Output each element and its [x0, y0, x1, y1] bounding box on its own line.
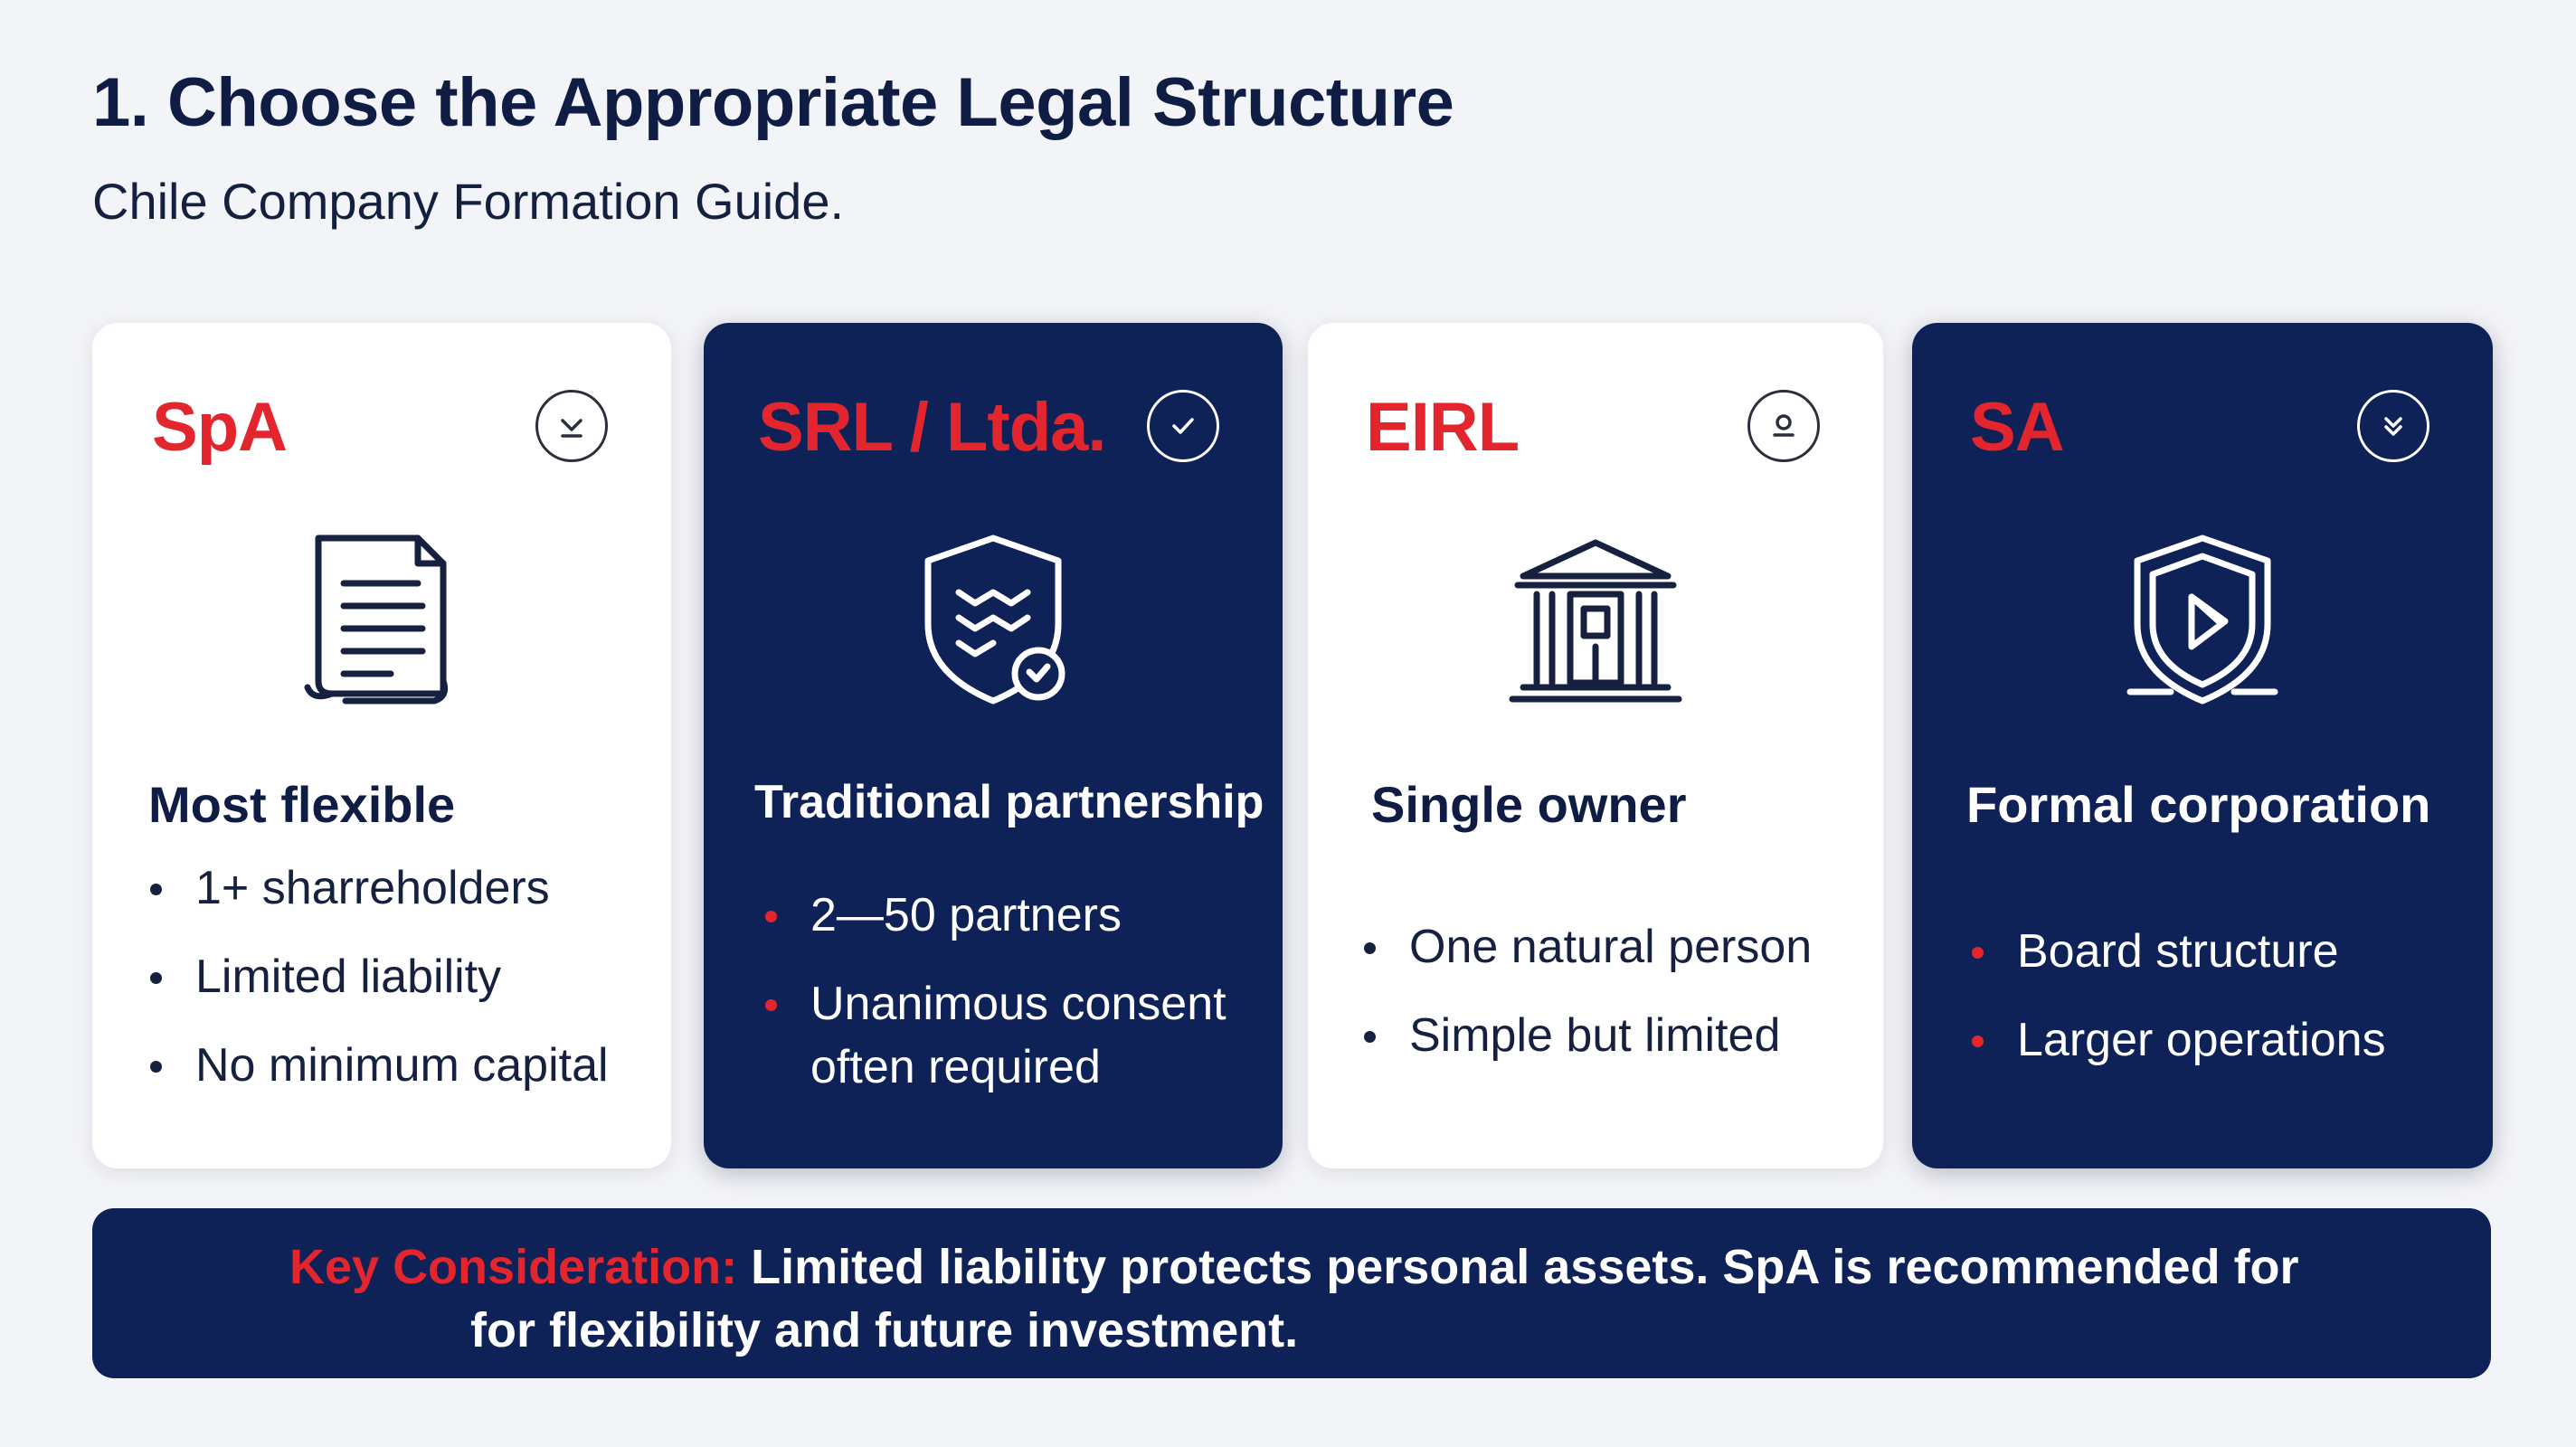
double-chevron-icon: [2357, 390, 2429, 462]
card-spa: SpA Most flexible 1+ sharreholders: [92, 323, 671, 1168]
key-consideration-banner: Key Consideration: Limited liability pro…: [92, 1208, 2491, 1378]
check-icon: [1147, 390, 1219, 462]
page-title: 1. Choose the Appropriate Legal Structur…: [92, 64, 1454, 141]
chevron-down-icon: [535, 390, 608, 462]
key-consideration-label: Key Consideration:: [289, 1240, 738, 1294]
card-srl-ltda: SRL / Ltda. Traditional partnership 2—50…: [704, 323, 1283, 1168]
bullet-item: 1+ sharreholders: [141, 856, 609, 920]
card-heading: Most flexible: [148, 776, 456, 833]
card-heading: Formal corporation: [1966, 776, 2431, 833]
banner-text: Limited liability protects personal asse…: [737, 1240, 2299, 1294]
bullet-item: 2—50 partners: [756, 884, 1226, 947]
card-heading: Single owner: [1371, 776, 1687, 833]
bullet-item: Larger operations: [1963, 1008, 2386, 1072]
card-bullets: 2—50 partners Unanimous consent often re…: [756, 884, 1226, 1099]
bullet-text-line: often required: [810, 1041, 1101, 1093]
card-heading: Traditional partnership: [754, 776, 1264, 828]
bullet-item: Simple but limited: [1355, 1004, 1812, 1067]
shield-check-icon: [894, 520, 1093, 719]
card-bullets: 1+ sharreholders Limited liability No mi…: [141, 856, 609, 1122]
card-name: EIRL: [1366, 389, 1520, 466]
banner-line-1: Key Consideration: Limited liability pro…: [92, 1235, 2491, 1299]
person-icon: [1747, 390, 1820, 462]
card-sa: SA Formal corporation Board structure La…: [1912, 323, 2493, 1168]
bullet-item: One natural person: [1355, 915, 1812, 979]
banner-line-2: for flexibility and future investment.: [470, 1303, 1299, 1357]
card-bullets: Board structure Larger operations: [1963, 920, 2386, 1097]
bullet-item: Unanimous consent often required: [756, 972, 1226, 1099]
bullet-item: No minimum capital: [141, 1034, 609, 1097]
card-name: SpA: [152, 389, 288, 466]
page-subtitle: Chile Company Formation Guide.: [92, 173, 845, 230]
shield-play-icon: [2103, 520, 2302, 719]
building-icon: [1496, 520, 1695, 719]
bullet-item: Board structure: [1963, 920, 2386, 983]
card-name: SRL / Ltda.: [758, 389, 1107, 466]
card-name: SA: [1970, 389, 2065, 466]
bullet-text-line: Unanimous consent: [810, 978, 1226, 1030]
card-bullets: One natural person Simple but limited: [1355, 915, 1812, 1092]
document-icon: [282, 520, 481, 719]
bullet-item: Limited liability: [141, 945, 609, 1008]
card-eirl: EIRL Single owner On: [1308, 323, 1883, 1168]
